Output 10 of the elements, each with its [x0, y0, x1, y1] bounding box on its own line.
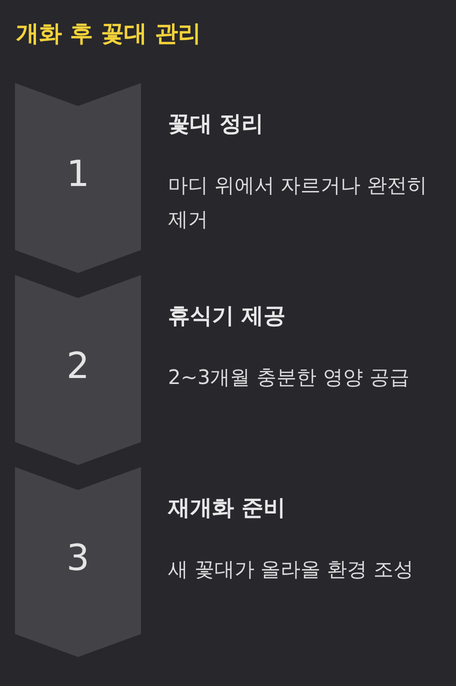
title: 개화 후 꽃대 관리 [16, 20, 202, 49]
step-number: 2 [66, 347, 90, 387]
step-description: 마디 위에서 자르거나 완전히 제거 [168, 172, 428, 233]
step-number: 3 [66, 539, 90, 579]
step-heading: 꽃대 정리 [168, 111, 264, 139]
step-heading: 휴식기 제공 [168, 303, 286, 331]
step-description: 2~3개월 충분한 영양 공급 [168, 364, 410, 391]
step-description: 새 꽃대가 올라올 환경 조성 [168, 556, 414, 583]
step-number: 1 [66, 155, 90, 195]
step-heading: 재개화 준비 [168, 495, 286, 523]
